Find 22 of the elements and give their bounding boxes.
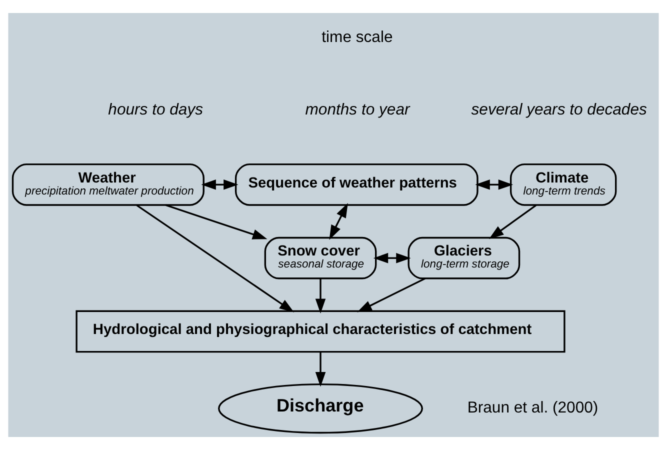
node-box: Sequence of weather patterns [234, 163, 478, 206]
label: months to year [305, 101, 410, 118]
arrow [136, 204, 294, 312]
label: several years to decades [471, 101, 647, 118]
node-box: Glaciers long-term storage [408, 236, 520, 280]
label: time scale [322, 29, 393, 46]
arrow [475, 180, 514, 190]
arrow [165, 204, 268, 240]
node-box: Climate long-term trends [510, 163, 617, 206]
label: hours to days [108, 101, 204, 118]
arrow [315, 352, 326, 387]
node-box: Weather precipitation meltwater production [12, 163, 204, 206]
node-box: Hydrological and physiographical characteristics of catchment [76, 310, 566, 353]
node-ellipse: Discharge [218, 383, 423, 434]
arrow [329, 202, 348, 240]
arrow [357, 278, 426, 312]
label: Braun et al. (2000) [467, 400, 598, 417]
arrow [373, 252, 411, 264]
arrow [201, 180, 238, 190]
node-box: Snow cover seasonal storage [264, 236, 377, 280]
arrow [315, 278, 326, 314]
arrow [488, 204, 537, 240]
